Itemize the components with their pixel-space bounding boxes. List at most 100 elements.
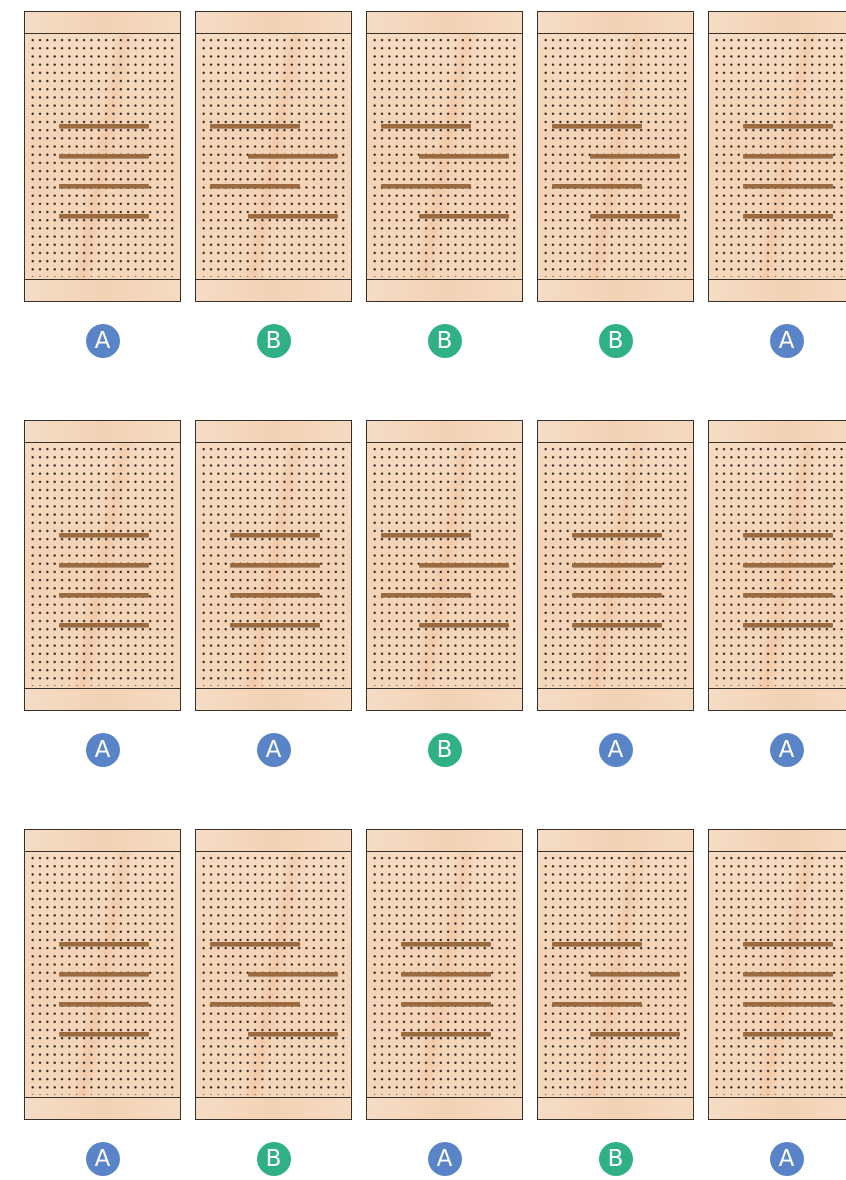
shelf-right <box>248 1032 338 1036</box>
label-badge: A <box>86 1142 120 1176</box>
shelf-center <box>572 593 662 597</box>
board-bottom-cap <box>25 688 180 710</box>
shelf-center <box>401 1002 491 1006</box>
shelf-center <box>743 533 833 537</box>
shelf-left <box>381 124 471 128</box>
label-badge: B <box>428 733 462 767</box>
label-badge: A <box>770 733 804 767</box>
board-top-cap <box>367 12 522 34</box>
shelf-left <box>552 942 642 946</box>
label-badge: A <box>86 733 120 767</box>
shelf-left <box>210 1002 300 1006</box>
shelf-center <box>401 972 491 976</box>
board-top-cap <box>367 830 522 852</box>
board-top-cap <box>25 421 180 443</box>
pegboard <box>195 11 352 302</box>
shelf-center <box>572 533 662 537</box>
board-top-cap <box>538 830 693 852</box>
board-bottom-cap <box>196 1097 351 1119</box>
pegboard <box>24 420 181 711</box>
shelf-center <box>59 1002 149 1006</box>
pegboard <box>537 11 694 302</box>
shelf-center <box>230 563 320 567</box>
board-bottom-cap <box>538 688 693 710</box>
label-badge: B <box>257 1142 291 1176</box>
shelf-center <box>59 184 149 188</box>
board-bottom-cap <box>709 1097 846 1119</box>
pegboard <box>195 420 352 711</box>
shelf-center <box>59 1032 149 1036</box>
shelf-center <box>743 972 833 976</box>
shelf-left <box>210 124 300 128</box>
shelf-right <box>248 214 338 218</box>
shelf-center <box>59 154 149 158</box>
shelf-center <box>743 593 833 597</box>
shelf-right <box>248 972 338 976</box>
shelf-center <box>743 154 833 158</box>
shelf-left <box>552 1002 642 1006</box>
shelf-right <box>419 563 509 567</box>
pegboard <box>24 11 181 302</box>
board-bottom-cap <box>709 688 846 710</box>
shelf-center <box>743 124 833 128</box>
board-top-cap <box>25 12 180 34</box>
shelf-right <box>590 1032 680 1036</box>
board-bottom-cap <box>538 279 693 301</box>
pegboard <box>708 829 846 1120</box>
shelf-center <box>230 623 320 627</box>
label-badge: B <box>599 1142 633 1176</box>
shelf-left <box>552 184 642 188</box>
label-badge: A <box>599 733 633 767</box>
board-top-cap <box>196 12 351 34</box>
shelf-center <box>59 214 149 218</box>
shelf-left <box>210 184 300 188</box>
pegboard <box>24 829 181 1120</box>
shelf-left <box>210 942 300 946</box>
board-bottom-cap <box>196 688 351 710</box>
board-bottom-cap <box>25 1097 180 1119</box>
board-top-cap <box>538 12 693 34</box>
shelf-left <box>552 124 642 128</box>
shelf-center <box>572 563 662 567</box>
board-bottom-cap <box>367 279 522 301</box>
shelf-center <box>401 1032 491 1036</box>
pegboard <box>366 11 523 302</box>
shelf-left <box>381 184 471 188</box>
shelf-right <box>419 623 509 627</box>
shelf-center <box>59 623 149 627</box>
pegboard <box>366 829 523 1120</box>
board-bottom-cap <box>196 279 351 301</box>
pegboard <box>537 829 694 1120</box>
pegboard <box>195 829 352 1120</box>
shelf-center <box>401 942 491 946</box>
board-top-cap <box>196 830 351 852</box>
shelf-right <box>590 154 680 158</box>
shelf-center <box>743 214 833 218</box>
board-bottom-cap <box>367 1097 522 1119</box>
shelf-right <box>419 154 509 158</box>
board-top-cap <box>709 12 846 34</box>
shelf-center <box>743 563 833 567</box>
pegboard <box>708 11 846 302</box>
pegboard <box>537 420 694 711</box>
board-top-cap <box>709 830 846 852</box>
shelf-center <box>59 942 149 946</box>
label-badge: A <box>770 1142 804 1176</box>
shelf-center <box>572 623 662 627</box>
shelf-left <box>381 593 471 597</box>
shelf-center <box>743 942 833 946</box>
shelf-right <box>248 154 338 158</box>
shelf-center <box>59 593 149 597</box>
board-top-cap <box>367 421 522 443</box>
board-bottom-cap <box>709 279 846 301</box>
label-badge: A <box>257 733 291 767</box>
label-badge: B <box>599 324 633 358</box>
board-top-cap <box>196 421 351 443</box>
shelf-center <box>59 124 149 128</box>
label-badge: B <box>257 324 291 358</box>
shelf-center <box>743 1032 833 1036</box>
board-top-cap <box>538 421 693 443</box>
board-bottom-cap <box>25 279 180 301</box>
shelf-center <box>230 533 320 537</box>
board-bottom-cap <box>538 1097 693 1119</box>
